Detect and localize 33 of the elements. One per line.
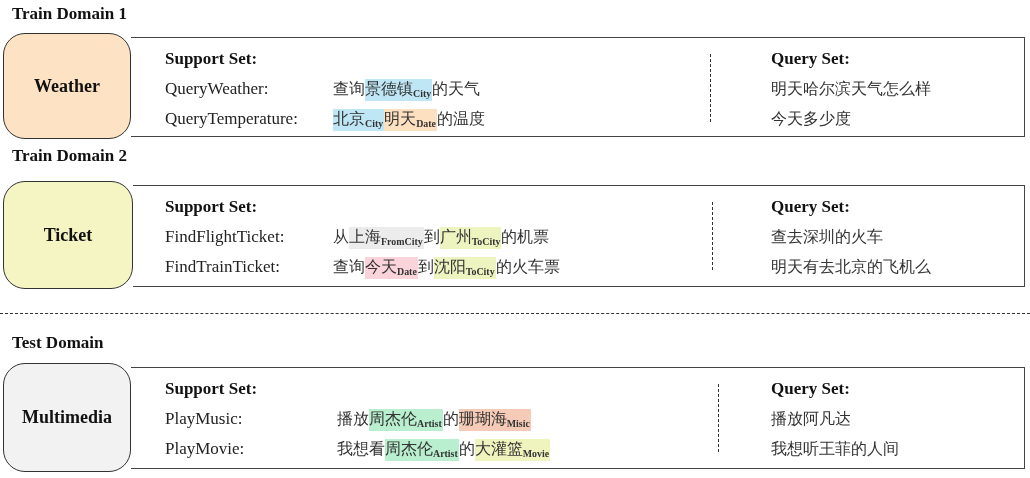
section-heading: Support Set: [165,196,258,218]
example-sentence: 查询今天$_{Date}$到沈阳$_{ToCity}$的火车票 [333,256,560,278]
query-sentence: 明天有去北京的飞机么 [771,256,931,278]
set-panel [133,185,1025,287]
domain-box: Ticket [3,181,133,289]
example-sentence: 查询景德镇$_{City}$的天气 [333,78,481,100]
example-sentence: 从上海$_{FromCity}$到广州$_{ToCity}$的机票 [333,226,550,248]
intent-name: QueryTemperature: [165,108,298,130]
query-sentence: 播放阿凡达 [771,408,851,430]
intent-name: FindTrainTicket: [165,256,280,278]
intent-name: PlayMovie: [165,438,245,460]
example-sentence: 北京$_{City}$明天$_{Date}$的温度 [333,108,485,130]
section-heading: Query Set: [771,378,850,400]
query-sentence: 明天哈尔滨天气怎么样 [771,78,931,100]
intent-name: QueryWeather: [165,78,269,100]
intent-name: PlayMusic: [165,408,243,430]
example-sentence: 我想看周杰伦$_{Artist}$的大灌篮$_{Movie}$ [337,438,551,460]
section-title: Train Domain 2 [12,146,127,166]
set-panel [131,37,1025,137]
intent-name: FindFlightTicket: [165,226,285,248]
domain-box: Multimedia [3,363,131,472]
set-panel [131,367,1025,469]
section-heading: Support Set: [165,48,258,70]
domain-box: Weather [3,33,131,139]
section-title: Train Domain 1 [12,4,127,24]
query-sentence: 查去深圳的火车 [771,226,883,248]
example-sentence: 播放周杰伦$_{Artist}$的珊瑚海$_{Misic}$ [337,408,531,430]
section-title: Test Domain [12,333,104,353]
section-heading: Query Set: [771,48,850,70]
section-heading: Query Set: [771,196,850,218]
query-sentence: 我想听王菲的人间 [771,438,899,460]
section-heading: Support Set: [165,378,258,400]
query-sentence: 今天多少度 [771,108,851,130]
